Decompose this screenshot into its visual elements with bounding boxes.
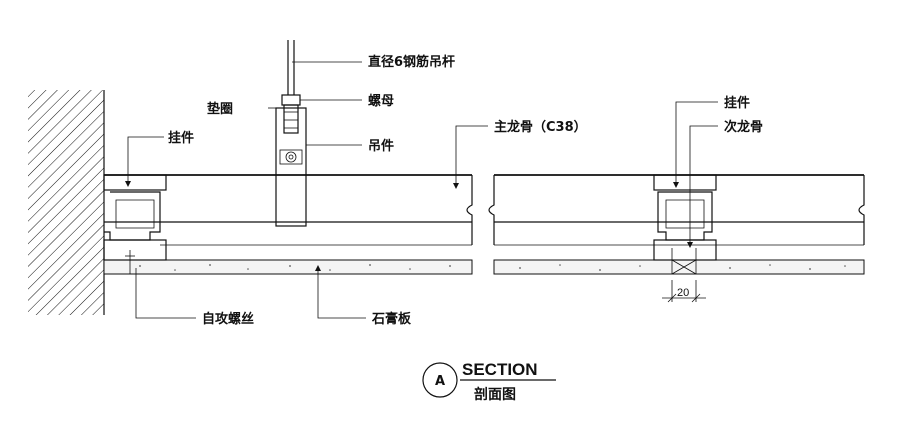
label-main-keel: 主龙骨（C38）: [494, 119, 587, 135]
gypsum-board: [103, 259, 865, 275]
label-gypsum-board: 石膏板: [371, 311, 412, 327]
label-hanger-left: 挂件: [168, 130, 194, 146]
section-title-en: SECTION: [462, 360, 538, 379]
section-marker: A: [435, 374, 445, 389]
label-nut: 螺母: [368, 93, 394, 109]
label-washer: 垫圈: [207, 101, 233, 117]
dimension-20: [662, 280, 706, 303]
dimension-value: 20: [677, 287, 689, 299]
wall: [28, 90, 105, 315]
left-hanger-assembly: [103, 174, 167, 274]
leader-lines: [125, 61, 718, 319]
hanger-rod-assembly: [275, 40, 307, 227]
label-hanger-piece: 吊件: [368, 138, 394, 154]
label-screw: 自攻螺丝: [202, 311, 254, 327]
label-hanger-right: 挂件: [724, 95, 750, 111]
label-rod: 直径6钢筋吊杆: [368, 54, 455, 70]
section-title-zh: 剖面图: [474, 386, 516, 403]
label-secondary-keel: 次龙骨: [724, 119, 763, 135]
main-keel-left: [104, 174, 473, 246]
section-title-block: [422, 362, 556, 398]
right-hanger-assembly: [653, 174, 717, 275]
